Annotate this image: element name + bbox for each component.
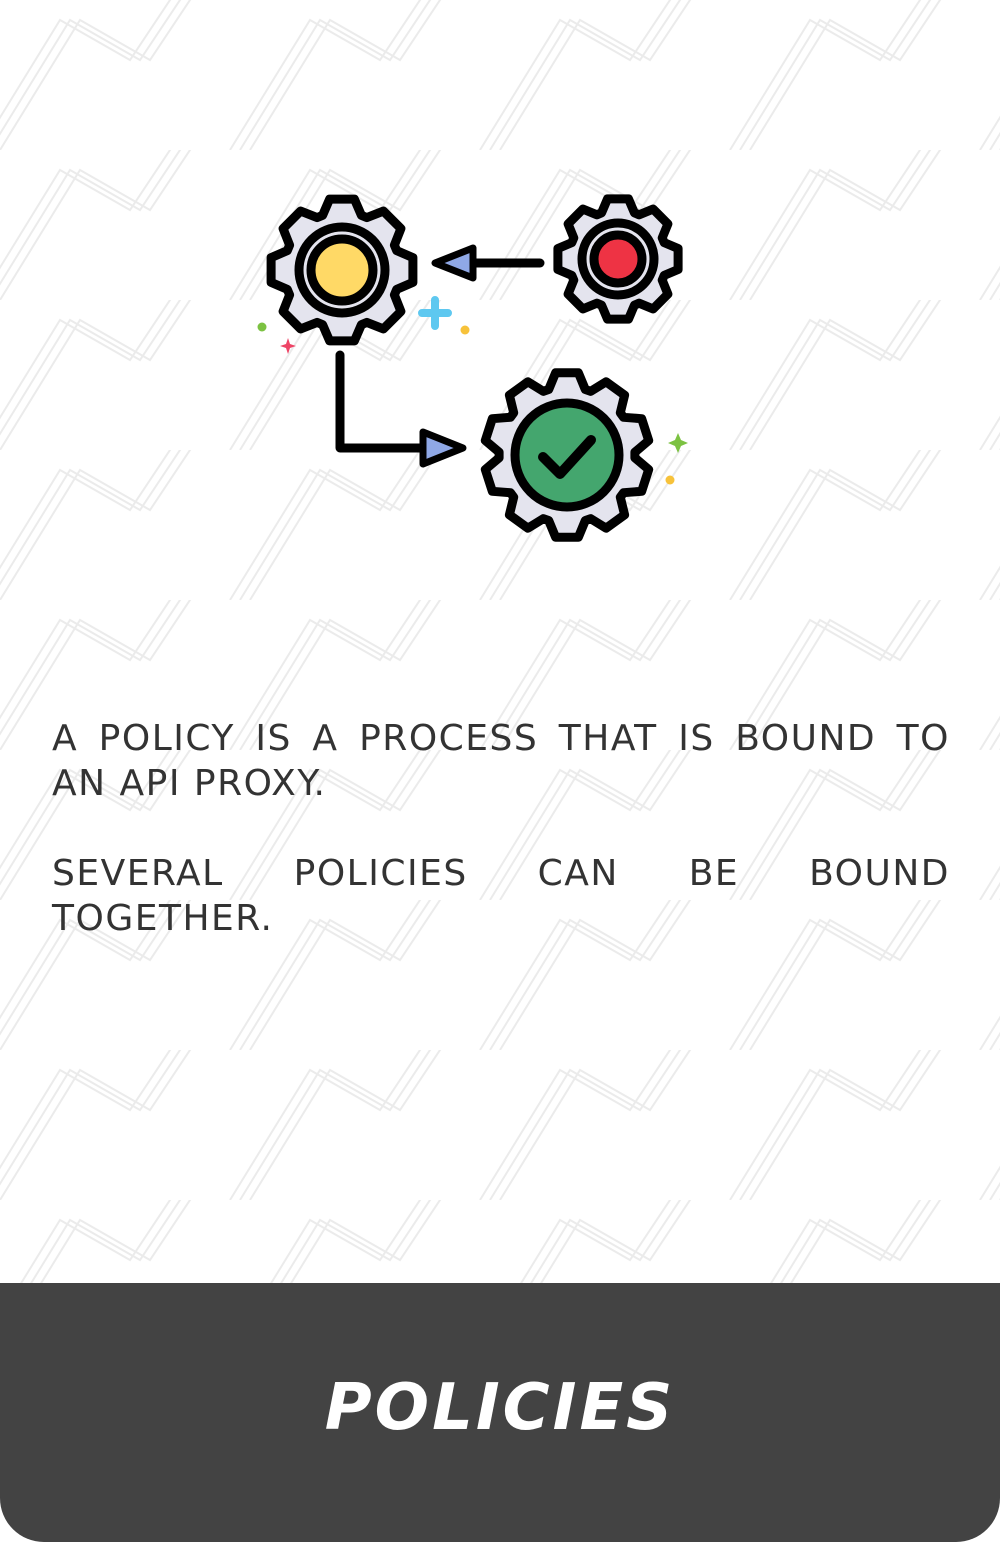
gear-yellow-icon — [266, 194, 418, 346]
card-title: POLICIES — [324, 1370, 676, 1445]
gear-red-icon — [553, 194, 683, 324]
arrow-down-right-icon — [335, 350, 467, 468]
background-pattern — [0, 0, 1000, 1285]
description-paragraph-2: SEVERAL POLICIES CAN BE BOUND TOGETHER. — [52, 853, 950, 939]
description-text: A POLICY IS A PROCESS THAT IS BOUND TO A… — [52, 716, 950, 986]
description-paragraph-1: A POLICY IS A PROCESS THAT IS BOUND TO A… — [52, 718, 950, 804]
policy-illustration — [257, 194, 688, 542]
arrow-left-icon — [431, 244, 545, 282]
footer-banner: POLICIES — [0, 1283, 1000, 1542]
gear-check-icon — [480, 368, 654, 542]
sparkle-decorations — [257, 296, 688, 485]
